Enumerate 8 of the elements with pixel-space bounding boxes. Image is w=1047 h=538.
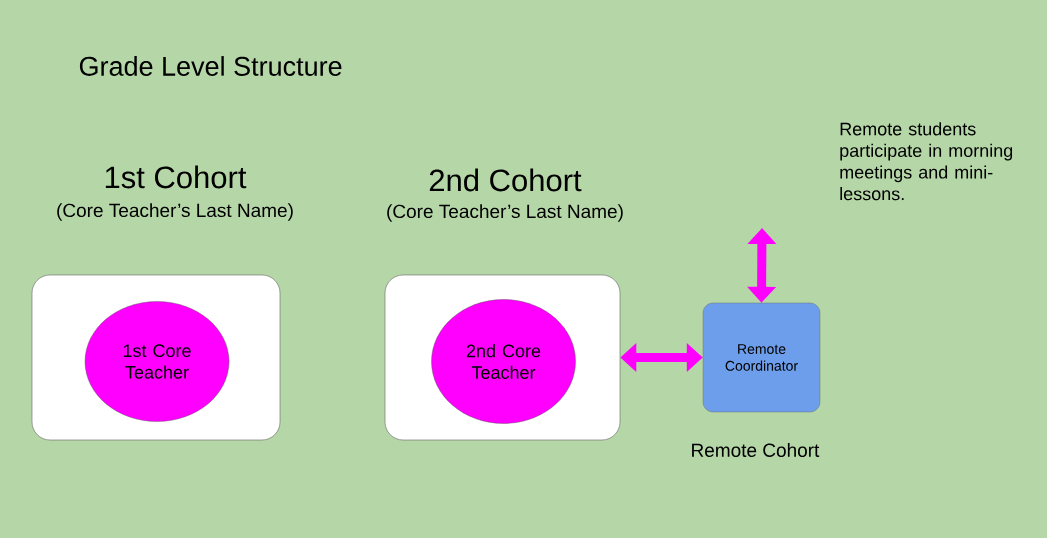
cohort-caption: Remote Cohort bbox=[692, 443, 820, 457]
cohort-heading: 2nd Cohort bbox=[429, 168, 582, 192]
cohort-subheading: (Core Teacher’s Last Name) bbox=[387, 204, 623, 222]
note-text: Remote students participate in morning meetings and mini-lessons. bbox=[840, 122, 1013, 201]
title: Grade Level Structure bbox=[79, 56, 342, 76]
cohort-heading: 1st Cohort bbox=[105, 165, 247, 189]
cohort-subheading: (Core Teacher’s Last Name) bbox=[57, 203, 293, 221]
coordinator-box: Remote Coordinator bbox=[702, 302, 821, 413]
